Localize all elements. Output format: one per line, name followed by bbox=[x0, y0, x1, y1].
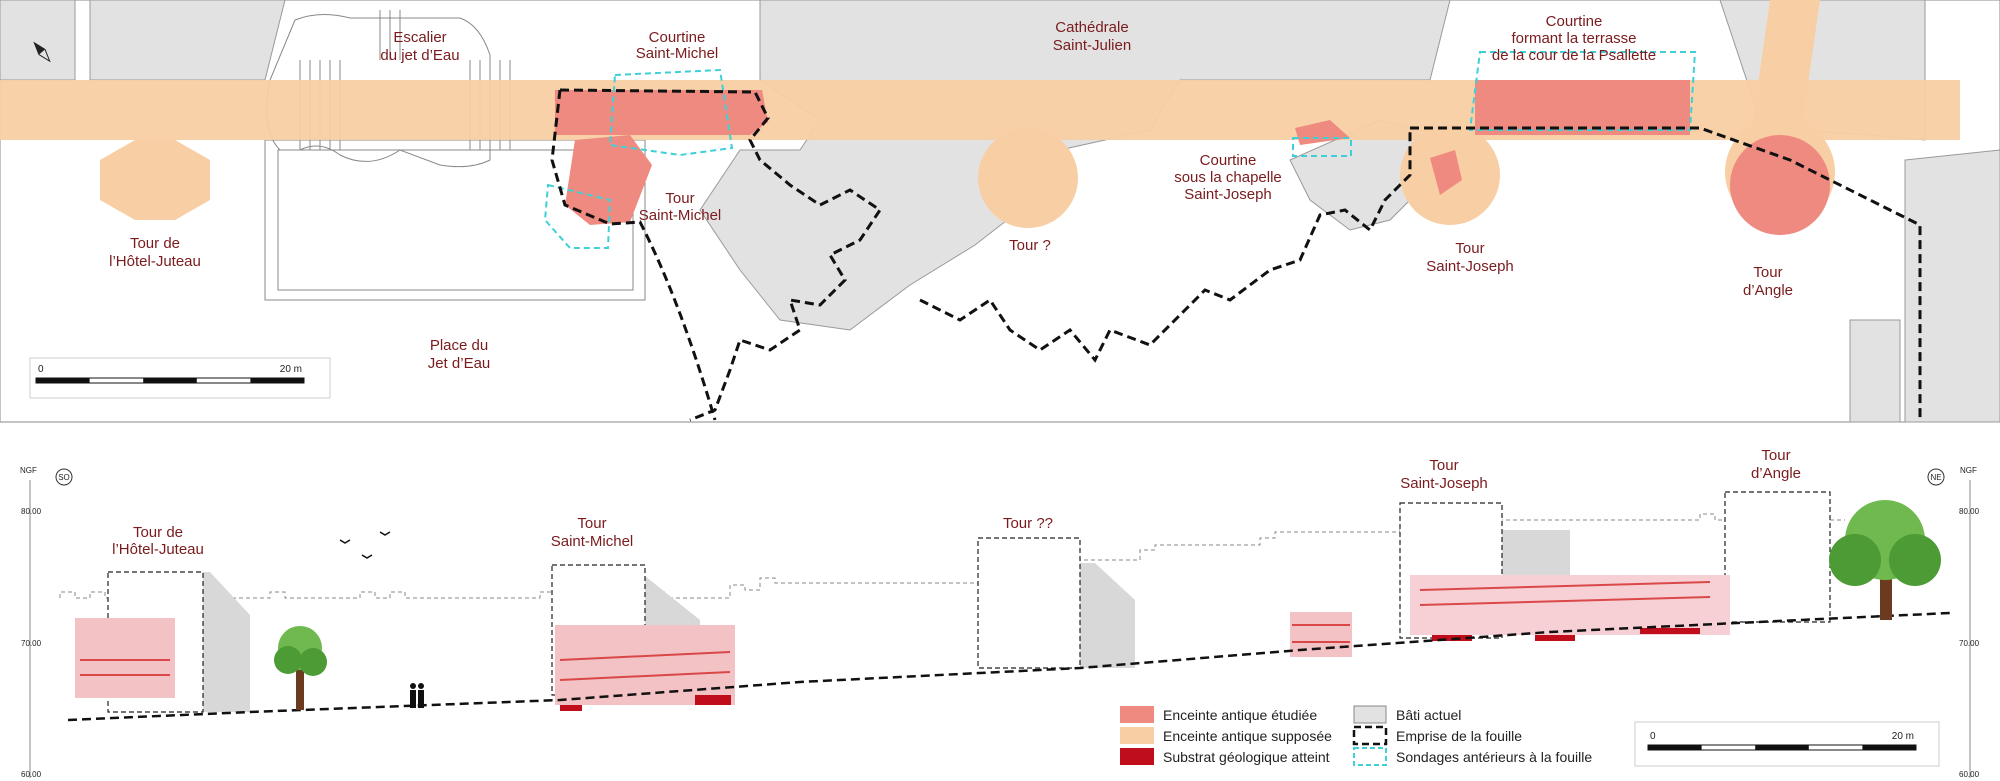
building-east bbox=[1904, 149, 2000, 423]
elev-label-tour-angle-1: Tour bbox=[1761, 447, 1790, 464]
label-escalier-2: du jet d’Eau bbox=[380, 47, 459, 64]
plan-scale-max: 20 m bbox=[280, 364, 302, 375]
tree-left-icon bbox=[274, 626, 327, 710]
label-tour-angle-1: Tour bbox=[1753, 264, 1782, 281]
legend-swatch-previous bbox=[1353, 747, 1387, 766]
axis-right-80: 80.00 bbox=[1959, 507, 1980, 516]
birds-icon bbox=[339, 531, 391, 559]
label-courtine-ps-3: de la cour de la Psallette bbox=[1492, 47, 1656, 64]
plan-view: Escalier du jet d’Eau Courtine Saint-Mic… bbox=[0, 0, 2000, 423]
orientation-ne-icon bbox=[1927, 468, 1945, 486]
label-tour-hj-2: l’Hôtel-Juteau bbox=[109, 253, 201, 270]
axis-right-60: 60.00 bbox=[1959, 770, 1980, 779]
label-tour-sj-1: Tour bbox=[1455, 240, 1484, 257]
orientation-ne: NE bbox=[1930, 473, 1941, 482]
elev-scale-max: 20 m bbox=[1892, 731, 1914, 742]
legend-swatch-supposed bbox=[1120, 727, 1154, 744]
courtine-psallette-studied bbox=[1475, 80, 1690, 135]
elevation-labels: Tour de l’Hôtel-Juteau Tour Saint-Michel… bbox=[112, 447, 1801, 558]
ground-line bbox=[67, 611, 1951, 722]
plan-scale-min: 0 bbox=[38, 364, 44, 375]
label-tour-hj-1: Tour de bbox=[130, 235, 180, 252]
elevation-axis-right: NGF 80.00 70.00 60.00 bbox=[1959, 466, 1980, 779]
courtine-saint-michel-studied bbox=[555, 90, 768, 135]
building-escalier-west bbox=[89, 0, 286, 81]
tower-saint-michel-studied bbox=[565, 135, 652, 225]
label-courtine-sm-1: Courtine bbox=[649, 29, 706, 46]
people-icon bbox=[410, 683, 424, 708]
wall-crenellation bbox=[59, 513, 1845, 599]
legend-item-previous: Sondages antérieurs à la fouille bbox=[1396, 749, 1592, 765]
tower-saint-joseph-studied bbox=[1430, 150, 1462, 195]
legend-swatch-excavation bbox=[1352, 725, 1388, 746]
legend-item-substrate: Substrat géologique atteint bbox=[1163, 749, 1330, 765]
legend-swatch-studied bbox=[1120, 706, 1154, 723]
elev-scale-min: 0 bbox=[1650, 731, 1656, 742]
elev-label-tour-hj-2: l’Hôtel-Juteau bbox=[112, 541, 204, 558]
axis-right-70: 70.00 bbox=[1959, 639, 1980, 648]
enclosure-supposed-band bbox=[0, 80, 1960, 140]
axis-left-80: 80.00 bbox=[21, 507, 42, 516]
tower-qq-elev bbox=[977, 537, 1081, 669]
excavation-outline bbox=[550, 88, 1922, 422]
orientation-so-icon bbox=[55, 468, 73, 486]
tower-angle-elev bbox=[1724, 491, 1831, 623]
label-tour-sm-1: Tour bbox=[665, 190, 694, 207]
ngf-right: NGF bbox=[1960, 466, 1977, 475]
label-courtine-sj-2: sous la chapelle bbox=[1174, 169, 1282, 186]
elevation-view: NGF 80.00 70.00 60.00 NGF 80.00 70.00 60… bbox=[20, 447, 1980, 779]
elev-label-tour-angle-2: d’Angle bbox=[1751, 465, 1801, 482]
tree-right-icon bbox=[1829, 500, 1941, 620]
axis-left-60: 60.00 bbox=[21, 770, 42, 779]
tower-hotel-juteau-supposed bbox=[100, 140, 210, 220]
tower-angle-studied bbox=[1730, 135, 1830, 235]
label-place-1: Place du bbox=[430, 337, 488, 354]
orientation-so: SO bbox=[58, 473, 70, 482]
previous-soundings bbox=[543, 51, 1697, 249]
label-courtine-ps-1: Courtine bbox=[1546, 13, 1603, 30]
elevation-studied bbox=[75, 575, 1730, 705]
compass-icon bbox=[33, 41, 51, 63]
tower-question-supposed bbox=[978, 128, 1078, 228]
label-tour-angle-2: d’Angle bbox=[1743, 282, 1793, 299]
label-cathedrale-1: Cathédrale bbox=[1055, 19, 1128, 36]
elevation-built bbox=[175, 530, 1570, 712]
legend: Enceinte antique étudiée Enceinte antiqu… bbox=[1120, 705, 1592, 766]
plan-scale-bar: 0 20 m bbox=[29, 357, 331, 399]
label-tour-sm-2: Saint-Michel bbox=[639, 207, 722, 224]
label-escalier-1: Escalier bbox=[393, 29, 446, 46]
elev-label-tour-sj-2: Saint-Joseph bbox=[1400, 475, 1488, 492]
label-courtine-ps-2: formant la terrasse bbox=[1511, 30, 1636, 47]
elev-label-tour-sm-1: Tour bbox=[577, 515, 606, 532]
enclosure-supposed-ne bbox=[1750, 0, 1820, 140]
label-courtine-sm-2: Saint-Michel bbox=[636, 45, 719, 62]
plan-labels: Escalier du jet d’Eau Courtine Saint-Mic… bbox=[109, 13, 1793, 372]
legend-swatch-built bbox=[1353, 705, 1387, 724]
ngf-left: NGF bbox=[20, 466, 37, 475]
elev-label-tour-sm-2: Saint-Michel bbox=[551, 533, 634, 550]
axis-left-70: 70.00 bbox=[21, 639, 42, 648]
legend-item-studied: Enceinte antique étudiée bbox=[1163, 707, 1317, 723]
legend-item-excavation: Emprise de la fouille bbox=[1396, 728, 1522, 744]
legend-item-built: Bâti actuel bbox=[1396, 707, 1461, 723]
elev-label-tour-hj-1: Tour de bbox=[133, 524, 183, 541]
elev-label-tour-sj-1: Tour bbox=[1429, 457, 1458, 474]
label-courtine-sj-1: Courtine bbox=[1200, 152, 1257, 169]
elevation-axis-left: NGF 80.00 70.00 60.00 bbox=[20, 466, 42, 779]
elev-label-tour-qq: Tour ?? bbox=[1003, 515, 1053, 532]
label-courtine-sj-3: Saint-Joseph bbox=[1184, 186, 1272, 203]
building-east-small bbox=[1849, 319, 1901, 423]
legend-item-supposed: Enceinte antique supposée bbox=[1163, 728, 1332, 744]
elevation-scale-bar: 0 20 m bbox=[1634, 721, 1940, 767]
label-tour-sj-2: Saint-Joseph bbox=[1426, 258, 1514, 275]
label-place-2: Jet d’Eau bbox=[428, 355, 491, 372]
label-cathedrale-2: Saint-Julien bbox=[1053, 37, 1131, 54]
building-nw bbox=[0, 0, 76, 81]
label-tour-q: Tour ? bbox=[1009, 237, 1051, 254]
legend-swatch-substrate bbox=[1120, 748, 1154, 765]
